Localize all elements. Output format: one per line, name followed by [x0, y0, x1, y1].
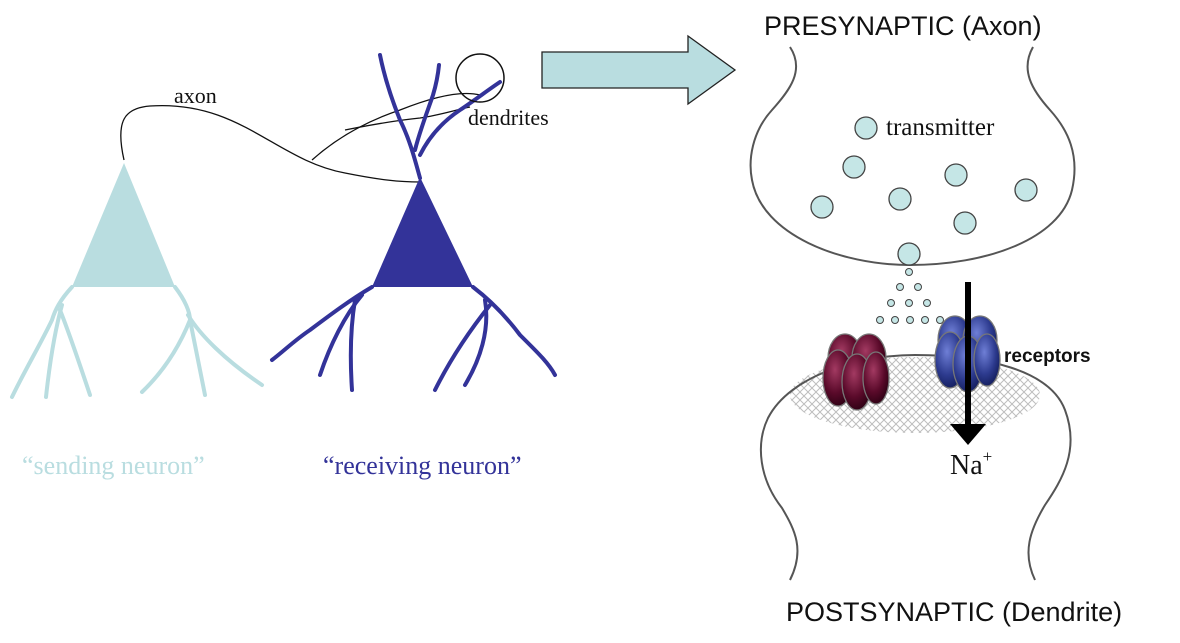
axon-lines	[120, 92, 481, 183]
sending-neuron	[10, 163, 264, 399]
transmitter-vesicle	[888, 187, 912, 211]
receiving-neuron-dendrites	[270, 53, 557, 392]
sodium-label: Na+	[950, 447, 992, 481]
receiving-neuron-body	[372, 177, 473, 287]
transmitter-vesicle	[854, 116, 878, 140]
receptor-right	[934, 315, 1001, 393]
presynaptic-label: PRESYNAPTIC (Axon)	[764, 11, 1042, 41]
circle-highlight-icon	[455, 53, 505, 103]
transmitter-vesicles	[810, 116, 1038, 266]
transmitter-label: transmitter	[886, 114, 995, 141]
transmitter-vesicle	[897, 242, 921, 266]
transmitter-vesicle	[953, 211, 977, 235]
sodium-charge: +	[983, 447, 993, 466]
sodium-base: Na	[950, 450, 983, 481]
postsynaptic-label: POSTSYNAPTIC (Dendrite)	[786, 597, 1122, 627]
transmitter-vesicle	[944, 163, 968, 187]
sending-neuron-label: “sending neuron”	[22, 451, 205, 480]
receptor-left	[822, 333, 890, 411]
right-block-arrow-icon	[541, 34, 737, 106]
receptors-label: receptors	[1004, 346, 1091, 367]
receiving-neuron-label: “receiving neuron”	[323, 451, 522, 480]
dendrites-label: dendrites	[468, 105, 549, 130]
receiving-neuron	[270, 53, 557, 392]
transmitter-vesicle	[810, 195, 834, 219]
postsynaptic-outline	[759, 353, 1072, 581]
released-transmitter	[876, 268, 944, 324]
sending-neuron-dendrites	[10, 285, 264, 399]
axon-label: axon	[174, 83, 217, 108]
postsynaptic-terminal	[759, 353, 1072, 581]
presynaptic-terminal	[749, 46, 1076, 267]
transmitter-vesicle	[1014, 178, 1038, 202]
sodium-flow-arrow	[950, 282, 986, 445]
sending-neuron-body	[72, 163, 175, 287]
transmitter-vesicle	[842, 155, 866, 179]
